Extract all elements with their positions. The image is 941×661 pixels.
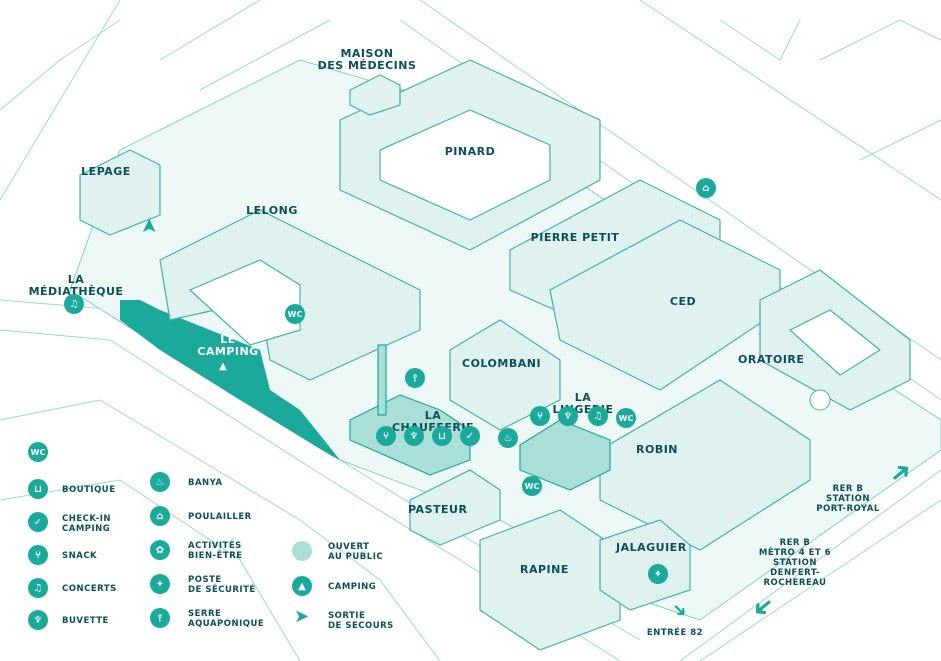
legend-sortie-icon: ➤ (294, 606, 310, 627)
legend-camping-icon: ▲ (292, 576, 312, 596)
buvette-pin-lingerie-icon[interactable]: ♆ (558, 406, 578, 426)
legend-camping-label: CAMPING (328, 582, 377, 592)
legend-concerts-label: CONCERTS (62, 584, 117, 594)
legend-checkin-icon: ✓ (28, 512, 48, 532)
concerts-pin-mediatheque-icon[interactable]: ♫ (64, 294, 84, 314)
serre-pin-icon[interactable]: ⫯ (405, 368, 425, 388)
label-maison-des-medecins: MAISON DES MÉDECINS (317, 47, 417, 72)
buvette-pin-icon[interactable]: ♆ (404, 426, 424, 446)
label-mediatheque: LA MÉDIATHÈQUE (28, 273, 124, 298)
wc-pin-lingerie-south[interactable]: WC (522, 476, 542, 496)
legend-ouvert-swatch (292, 541, 312, 561)
legend-checkin-label: CHECK-IN CAMPING (62, 514, 112, 534)
sortie-secours-lepage-icon: ➤ (136, 217, 161, 235)
label-robin: ROBIN (636, 443, 679, 456)
legend-serre-icon: ⫯ (150, 608, 170, 628)
banya-pin-icon[interactable]: ♨ (498, 428, 518, 448)
legend-poste-icon: ✦ (150, 574, 170, 594)
label-ced: CED (669, 295, 697, 308)
legend-ouvert-label: OUVERT AU PUBLIC (328, 542, 384, 562)
wc-pin-lingerie[interactable]: WC (616, 408, 636, 428)
label-lepage: LEPAGE (81, 165, 131, 178)
label-jalaguier: JALAGUIER (616, 541, 687, 554)
poulailler-pin-icon[interactable]: ⌂ (696, 178, 716, 198)
checkin-pin-icon[interactable]: ✓ (460, 426, 480, 446)
wc-pin-camping[interactable]: WC (285, 304, 305, 324)
label-oratoire: ORATOIRE (738, 353, 805, 366)
legend-buvette-label: BUVETTE (62, 616, 109, 626)
label-camping-area: LE CAMPING (197, 333, 259, 358)
boutique-pin-icon[interactable]: ⊔ (432, 426, 452, 446)
label-lelong: LELONG (246, 204, 298, 217)
label-pinard: PINARD (444, 145, 496, 158)
legend-sortie-label: SORTIE DE SECOURS (328, 611, 394, 631)
legend-activites-icon: ✿ (150, 540, 170, 560)
label-entree-82: ENTRÉE 82 (646, 628, 704, 638)
legend-snack-label: SNACK (62, 551, 98, 561)
concerts-pin-lingerie-icon[interactable]: ♫ (588, 406, 608, 426)
label-rer-denfert: RER B MÉTRO 4 ET 6 STATION DENFERT-ROCHE… (758, 538, 832, 588)
legend-serre-label: SERRE AQUAPONIQUE (188, 609, 265, 629)
label-pasteur: PASTEUR (408, 503, 468, 516)
legend-snack-icon: ⑂ (28, 545, 48, 565)
legend-concerts-icon: ♫ (28, 578, 48, 598)
legend-poulailler-icon: ⌂ (150, 506, 170, 526)
snack-pin-lingerie-icon[interactable]: ⑂ (530, 406, 550, 426)
legend-poulailler-label: POULAILLER (188, 512, 252, 522)
legend-activites-label: ACTIVITÉS BIEN-ÊTRE (188, 541, 243, 561)
label-colombani: COLOMBANI (462, 357, 542, 370)
legend-poste-label: POSTE DE SÉCURITÉ (188, 575, 256, 595)
legend-boutique-icon: ⊔ (28, 479, 48, 499)
legend-banya-label: BANYA (188, 478, 223, 488)
label-pierre-petit: PIERRE PETIT (530, 231, 620, 244)
legend-wc-icon: WC (28, 442, 48, 462)
legend-buvette-icon: ♆ (28, 610, 48, 630)
snack-pin-icon[interactable]: ⑂ (376, 426, 396, 446)
label-rer-port-royal: RER B STATION PORT-ROYAL (816, 484, 880, 514)
poste-securite-pin-icon[interactable]: ✦ (648, 564, 668, 584)
legend-banya-icon: ♨ (150, 472, 170, 492)
label-rapine: RAPINE (520, 563, 569, 576)
camping-pin-icon[interactable]: ▲ (213, 356, 233, 376)
legend-boutique-label: BOUTIQUE (62, 485, 116, 495)
